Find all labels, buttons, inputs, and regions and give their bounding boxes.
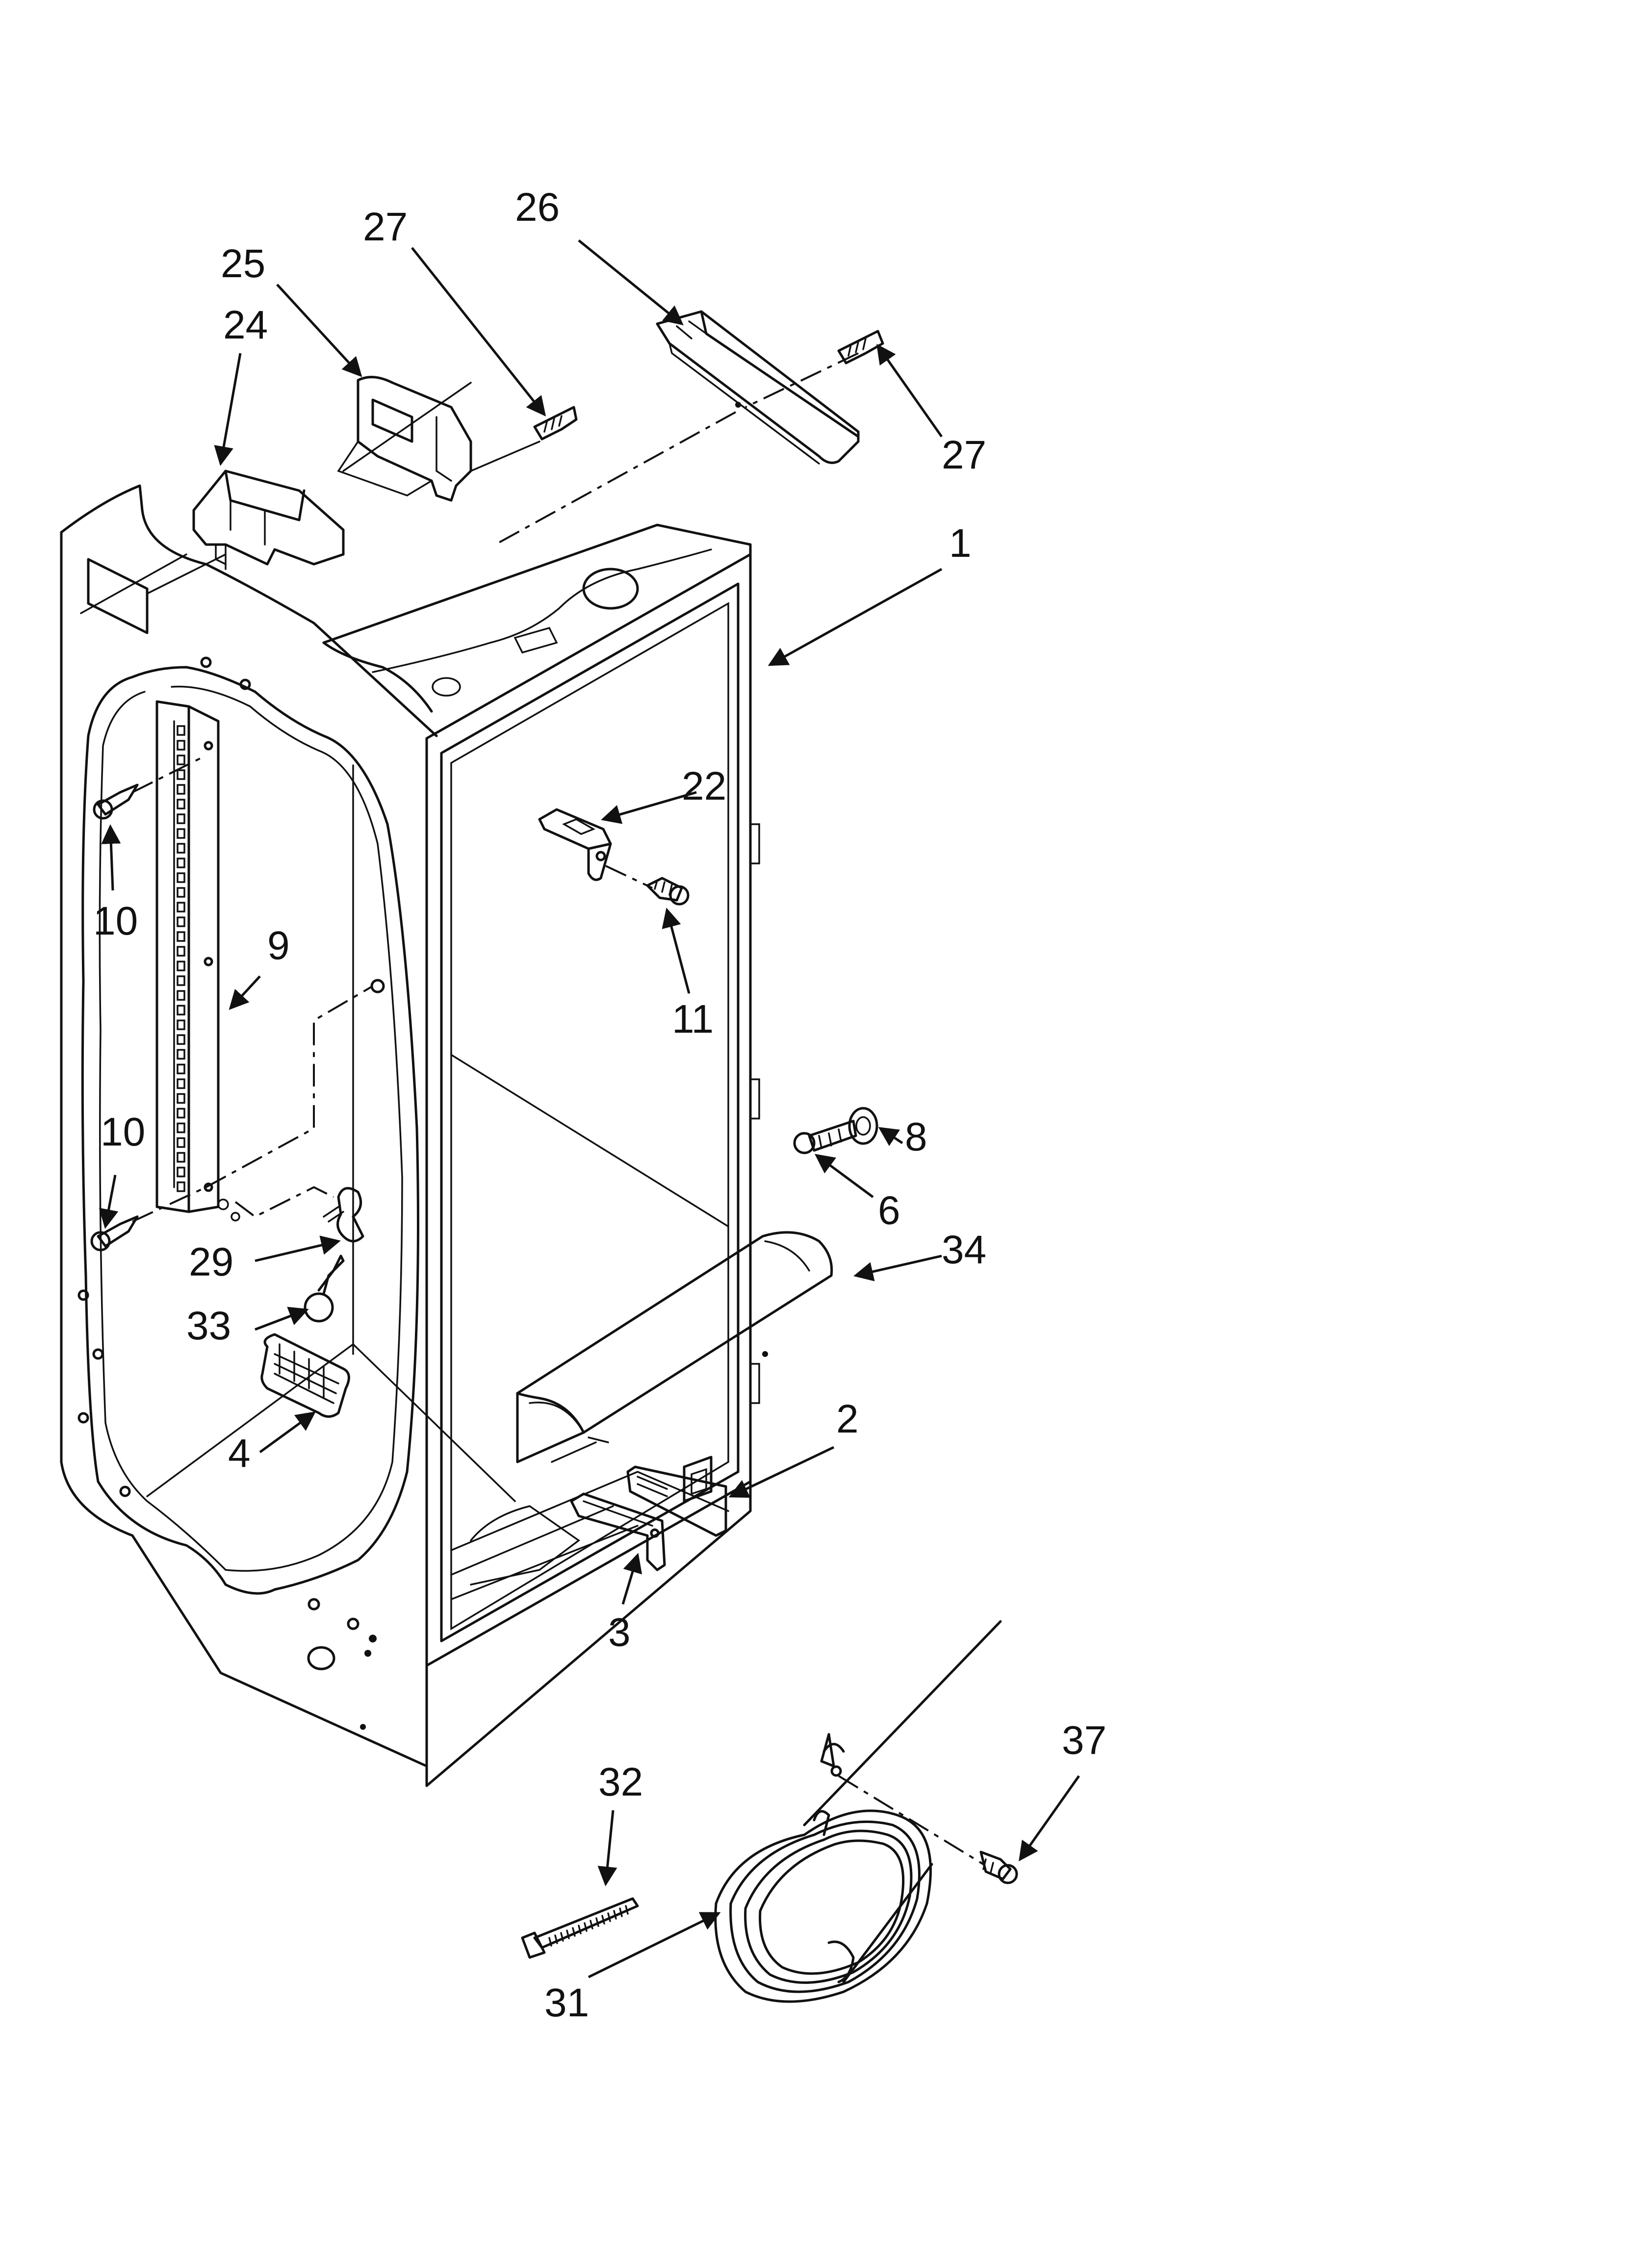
screw-11	[646, 877, 690, 906]
screw-6	[793, 1120, 857, 1154]
tie-wrap-tooth	[560, 1932, 564, 1942]
callout-11: 11	[672, 997, 714, 1042]
tie-wrap	[521, 1897, 639, 1959]
control-housing	[80, 469, 345, 614]
screw-27-right	[837, 330, 884, 365]
callout-32: 32	[598, 1760, 643, 1804]
ladder-slot	[177, 872, 185, 883]
tie-wrap-tooth	[590, 1920, 593, 1929]
ladder-slot	[177, 946, 185, 957]
ladder-slot	[177, 916, 185, 927]
ladder-slot	[177, 1152, 185, 1163]
light-socket	[217, 1186, 364, 1243]
ladder-slot	[177, 843, 185, 854]
tie-wrap-tooth	[601, 1915, 605, 1925]
callout-4: 4	[228, 1431, 251, 1476]
ladder-slot	[177, 858, 185, 868]
ladder-slot	[177, 1108, 185, 1119]
ladder-alignment-line	[205, 985, 374, 1188]
light-shield	[260, 1333, 350, 1418]
callout-34: 34	[942, 1227, 986, 1272]
ladder-slot	[177, 961, 185, 971]
ladder-slot	[177, 1093, 185, 1104]
tie-wrap-tooth	[548, 1937, 552, 1947]
light-bulb	[304, 1254, 345, 1323]
ladder-slot	[177, 931, 185, 942]
callout-27-top: 27	[363, 205, 408, 249]
ladder-slot	[177, 975, 185, 986]
duct-cover	[516, 1231, 833, 1463]
callout-6: 6	[878, 1188, 900, 1233]
tie-wrap-tooth	[595, 1917, 599, 1927]
callout-37: 37	[1062, 1718, 1106, 1763]
callout-10-lower: 10	[101, 1110, 145, 1154]
tie-wrap-tooth	[607, 1912, 611, 1922]
callout-labels: 27 26 25 24 27 1 22 10 9 11 10 8 6 29 34…	[93, 185, 1106, 2025]
washer	[848, 1107, 878, 1145]
callout-1: 1	[949, 521, 972, 566]
screw-37	[979, 1851, 1018, 1884]
callout-31: 31	[544, 1981, 589, 2025]
screw-27-left	[533, 406, 578, 441]
callout-26: 26	[515, 185, 560, 230]
ladder-slot	[177, 887, 185, 898]
ladder-slot	[177, 725, 185, 736]
callout-8: 8	[905, 1115, 927, 1159]
ladder-slot	[177, 1181, 185, 1192]
tie-wrap-tooth	[566, 1929, 570, 1939]
shelf-ladder	[155, 700, 220, 1213]
ladder-slot	[177, 1137, 185, 1148]
callout-10-upper: 10	[93, 899, 138, 943]
top-rail	[495, 310, 860, 546]
bracket-2	[626, 1456, 727, 1537]
cabinet-liner	[60, 484, 760, 1787]
ladder-slot	[177, 755, 185, 765]
tie-wrap-tooth	[625, 1905, 629, 1915]
tie-wrap-tooth	[572, 1927, 576, 1937]
callout-33: 33	[186, 1303, 231, 1348]
ladder-slot	[177, 1049, 185, 1060]
tie-wrap-tooth	[619, 1907, 623, 1917]
ladder-slot	[177, 1019, 185, 1030]
ladder-slot	[177, 1005, 185, 1016]
tie-wrap-tooth	[613, 1910, 617, 1920]
ladder-slot	[177, 990, 185, 1001]
ladder-slot	[177, 1034, 185, 1045]
ladder-slot	[177, 769, 185, 780]
control-cover	[337, 376, 540, 502]
callout-24: 24	[223, 303, 268, 347]
water-tubing	[714, 1620, 1002, 2003]
ladder-slot	[177, 1064, 185, 1074]
leader-lines	[99, 239, 1080, 1979]
callout-29: 29	[189, 1240, 233, 1284]
callout-9: 9	[267, 923, 290, 968]
screw-10-upper	[93, 755, 206, 820]
callout-25: 25	[221, 241, 265, 286]
callout-3: 3	[608, 1610, 631, 1655]
callout-27-right: 27	[942, 433, 986, 477]
tie-wrap-tooth	[554, 1934, 558, 1944]
ladder-slot	[177, 799, 185, 809]
ladder-slot	[177, 902, 185, 912]
ladder-slot	[177, 740, 185, 751]
tie-wrap-tooth	[584, 1922, 588, 1932]
callout-22: 22	[682, 764, 726, 808]
ladder-slot	[177, 1122, 185, 1133]
tie-wrap-tooth	[578, 1925, 582, 1934]
ladder-slot	[177, 1078, 185, 1089]
bracket-3	[570, 1492, 666, 1571]
callout-2: 2	[836, 1397, 859, 1441]
ladder-slot	[177, 784, 185, 795]
ladder-slot	[177, 1167, 185, 1177]
ladder-slot	[177, 813, 185, 824]
bracket	[538, 808, 653, 889]
ladder-slot	[177, 828, 185, 839]
